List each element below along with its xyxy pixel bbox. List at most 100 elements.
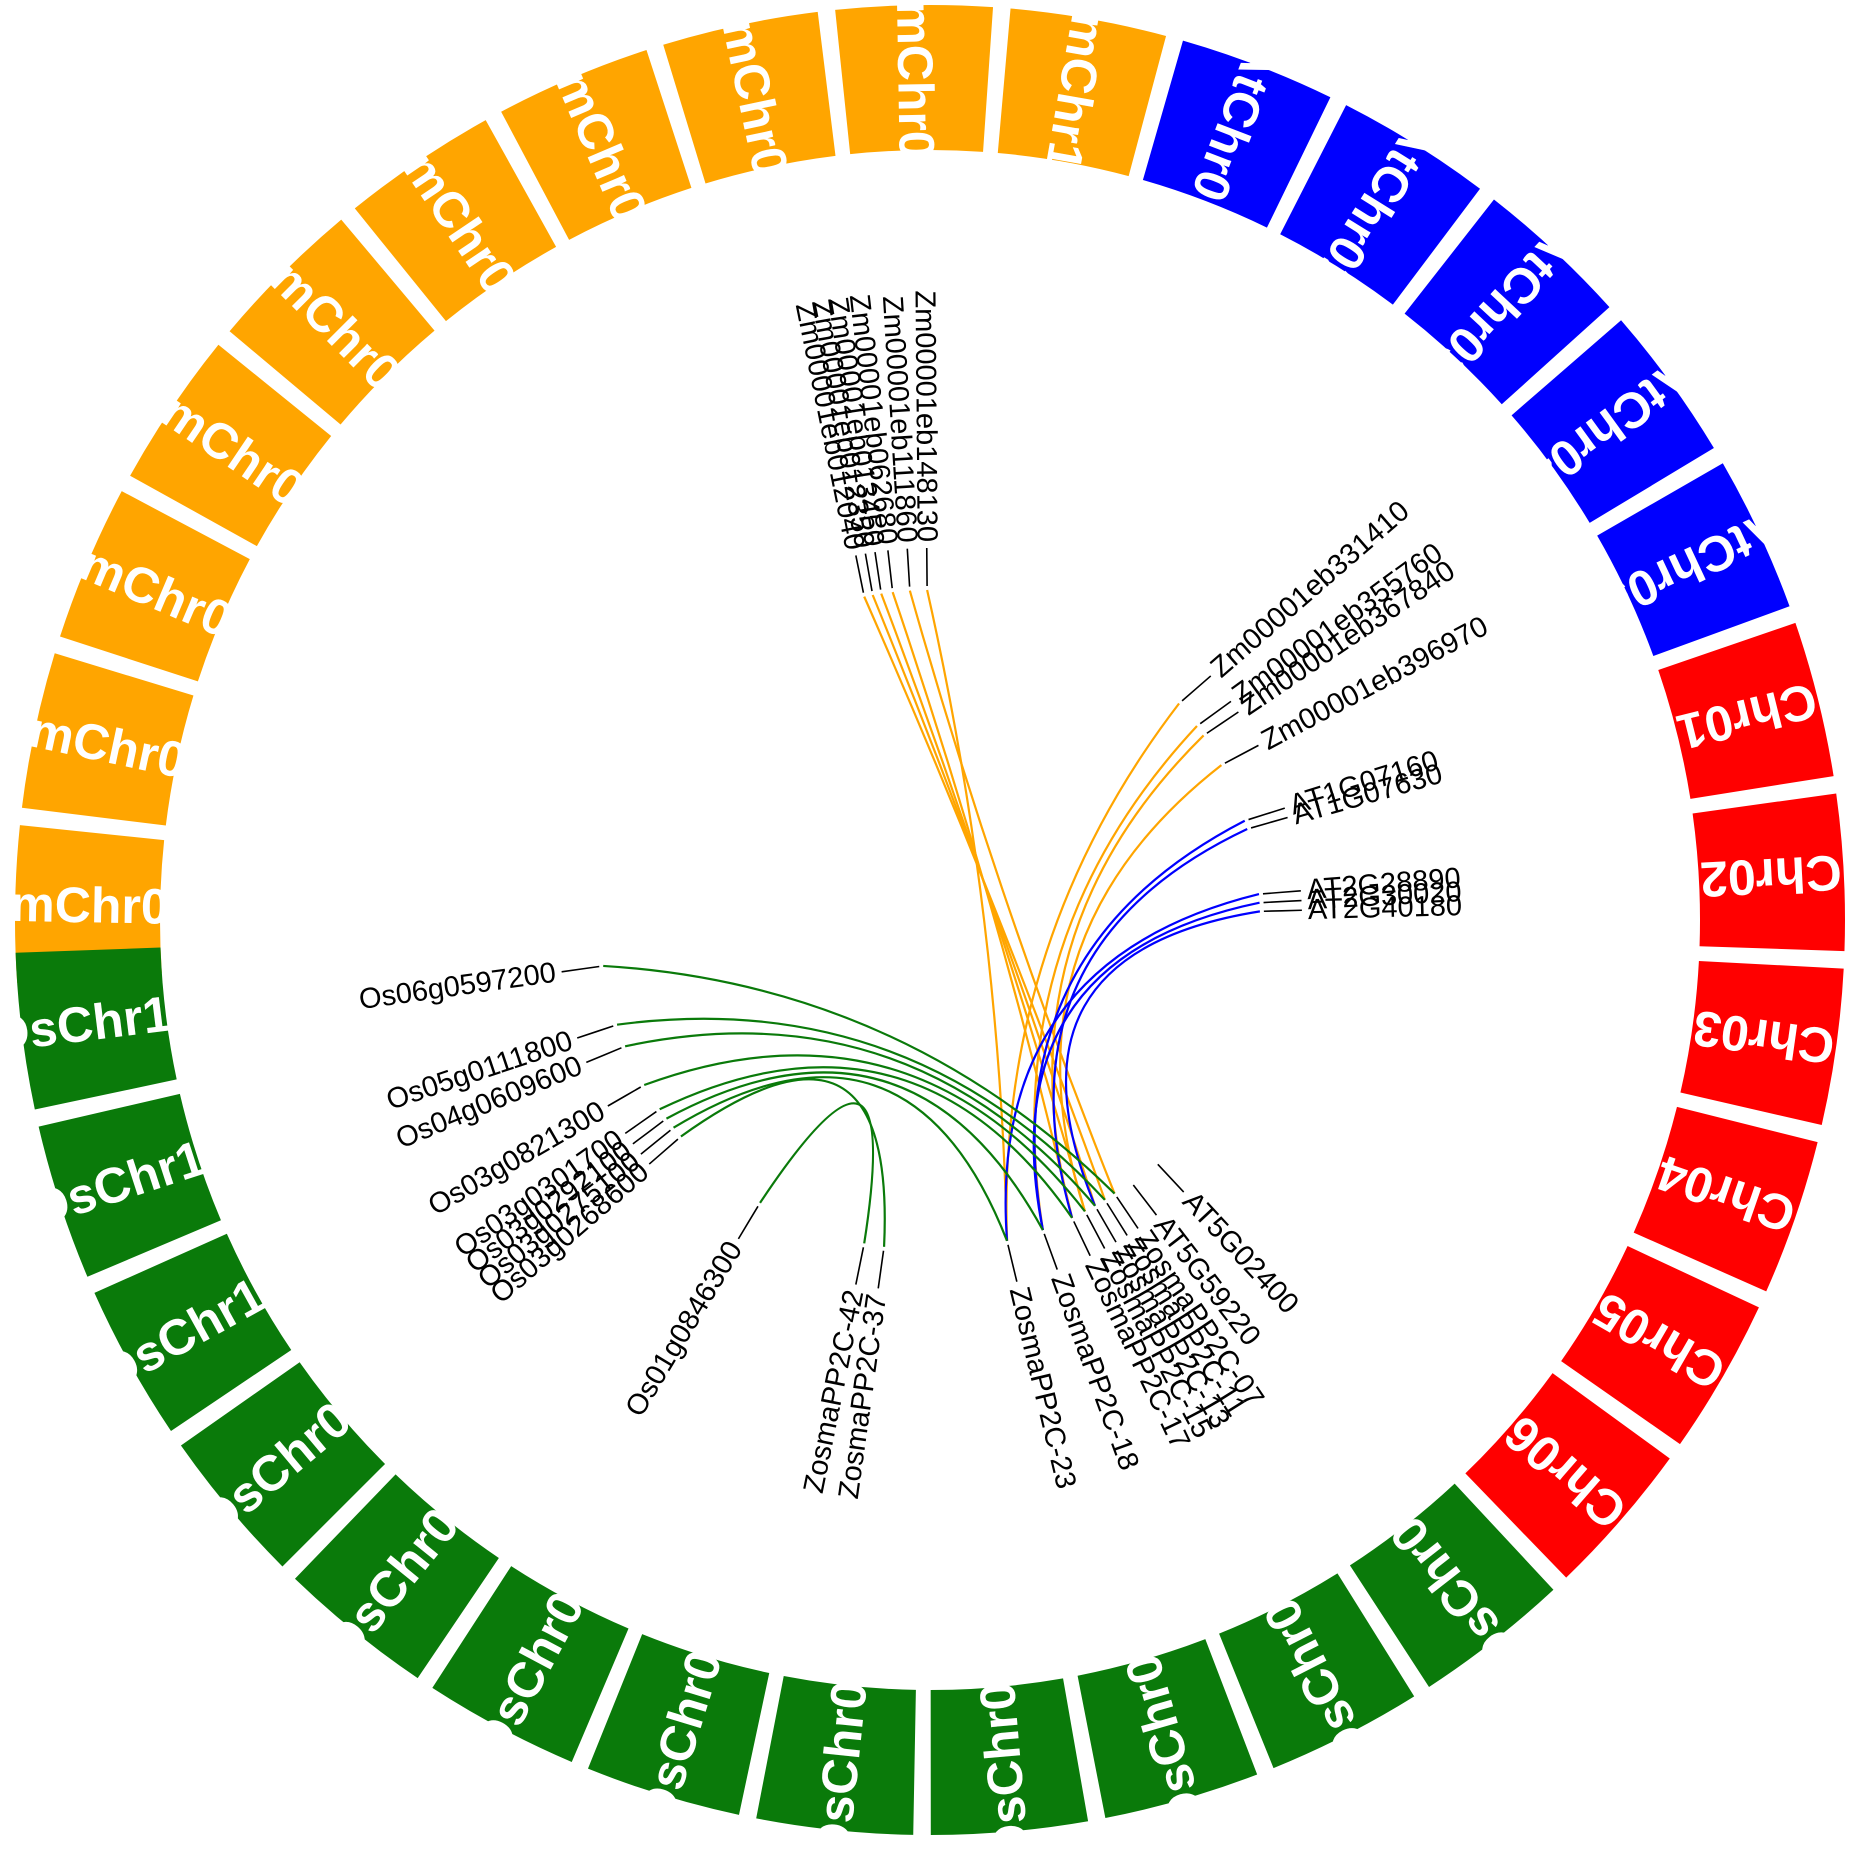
synteny-link <box>643 1054 1086 1213</box>
chromosome-sector <box>1142 40 1331 228</box>
chromosome-oschr12: OsChr12 <box>0 947 201 1110</box>
gene-tick <box>1262 890 1301 895</box>
gene-tick <box>632 1120 664 1145</box>
gene-tick <box>855 555 865 593</box>
gene-tick <box>1007 1244 1018 1282</box>
gene-labels: Zm00001eb012040Zm00001eb012350Zm00001eb0… <box>357 290 1493 1501</box>
gene-tick <box>906 548 911 587</box>
gene-tick <box>1043 1233 1058 1270</box>
chromosome-label: ZmChr01 <box>0 875 197 935</box>
gene-tick <box>586 1047 622 1064</box>
chromosome-sector <box>180 1362 386 1567</box>
chromosome-sector <box>432 1566 629 1762</box>
chromosome-atchr05: AtChr05 <box>1593 463 1793 657</box>
chromosome-oschr07: OsChr07 <box>432 1558 629 1769</box>
synteny-link <box>1005 702 1180 1241</box>
gene-tick <box>624 1110 657 1135</box>
chromosome-sector <box>1692 793 1845 952</box>
synteny-link <box>908 590 1116 1194</box>
chromosome-sector <box>1680 960 1844 1126</box>
gene-tick <box>1116 1196 1139 1229</box>
chromosome-sector <box>587 1634 770 1815</box>
gene-label-os06g0597200: Os06g0597200 <box>357 957 558 1016</box>
chromosome-zmchr02: ZmChr02 <box>0 653 218 826</box>
gene-tick <box>1106 1202 1128 1236</box>
chromosome-sector <box>663 11 836 184</box>
synteny-link <box>680 1078 886 1247</box>
gene-tick <box>864 553 873 592</box>
gene-tick <box>887 550 893 589</box>
chromosome-sector <box>1219 1573 1415 1769</box>
chromosome-sector <box>1465 1373 1670 1578</box>
gene-tick <box>1250 816 1288 829</box>
chromosome-oschr06: OsChr06 <box>587 1617 770 1833</box>
chromosome-oschr02: OsChr02 <box>1219 1565 1415 1776</box>
gene-tick <box>1181 675 1212 702</box>
chromosome-sector <box>130 344 332 547</box>
chromosome-sector <box>229 219 435 425</box>
chromosome-zmchr08: ZmChr08 <box>663 0 836 208</box>
synteny-link <box>1052 828 1248 1219</box>
chromosome-sector <box>1077 1639 1258 1819</box>
chromosome-label: Chr02 <box>1699 844 1843 907</box>
synteny-link <box>1033 819 1246 1231</box>
chromosome-label: ZmChr09 <box>885 0 945 187</box>
chromosome-sector <box>997 8 1167 177</box>
gene-tick <box>1086 1214 1106 1249</box>
chromosome-oschr05: OsChr05 <box>756 1651 916 1850</box>
chromosome-sector <box>94 1233 292 1431</box>
chromosome-sector <box>294 1474 499 1679</box>
chromosome-zmchr01: ZmChr01 <box>0 825 197 984</box>
gene-tick <box>576 1025 614 1039</box>
synteny-link <box>1059 764 1223 1212</box>
chromosome-sector <box>1561 1246 1759 1445</box>
gene-tick <box>1263 909 1302 913</box>
gene-tick <box>1263 899 1302 904</box>
chromosome-zmchr04: ZmChr04 <box>126 344 338 547</box>
gene-tick <box>607 1086 642 1107</box>
gene-label-at2g40180: AT2G40180 <box>1307 890 1462 926</box>
chromosome-chr04: Chr04 <box>1633 1106 1818 1292</box>
chromosome-oschr11: OsChr11 <box>23 1093 236 1277</box>
chromosome-sector <box>354 120 557 322</box>
synteny-link <box>1032 901 1260 1231</box>
chromosome-oschr08: OsChr08 <box>294 1474 499 1679</box>
chromosome-sector <box>15 947 177 1110</box>
chromosome-sector <box>1280 105 1481 305</box>
synteny-link <box>616 1017 1106 1201</box>
chromosome-chr06: Chr06 <box>1465 1373 1670 1578</box>
gene-tick <box>1224 744 1259 764</box>
gene-tick <box>1132 1184 1158 1216</box>
gene-tick <box>855 1247 865 1285</box>
chromosome-sector <box>1658 622 1834 799</box>
gene-tick <box>640 1129 671 1155</box>
gene-tick <box>561 965 600 973</box>
chromosome-sector <box>1511 320 1714 523</box>
synteny-link <box>624 1032 1096 1207</box>
gene-ticks <box>561 548 1302 1289</box>
collinearity-links <box>603 589 1261 1247</box>
chromosome-chr01: Chr01 <box>1658 622 1834 799</box>
synteny-link <box>672 1076 1009 1242</box>
synteny-link <box>926 589 1009 1241</box>
synteny-link <box>1064 910 1261 1207</box>
chromosome-zmchr10: ZmChr10 <box>997 0 1167 202</box>
chromosome-sector <box>21 653 194 826</box>
gene-label-zm00001eb148130: Zm00001eb148130 <box>909 290 943 542</box>
gene-tick <box>1096 1208 1117 1243</box>
chromosome-chr03: Chr03 <box>1680 960 1844 1126</box>
chromosome-sector <box>60 491 250 682</box>
chromosome-zmchr09: ZmChr09 <box>835 0 994 187</box>
chromosome-sector <box>14 825 165 984</box>
chromosome-oschr03: OsChr03 <box>1077 1621 1258 1837</box>
synteny-link <box>665 1071 1044 1231</box>
gene-tick <box>1248 807 1286 821</box>
chromosome-oschr04: OsChr04 <box>930 1652 1089 1850</box>
gene-tick <box>877 1250 885 1289</box>
gene-tick <box>1073 1221 1091 1257</box>
synteny-link <box>891 591 1074 1219</box>
chromosome-atchr01: AtChr01 <box>1142 33 1331 235</box>
